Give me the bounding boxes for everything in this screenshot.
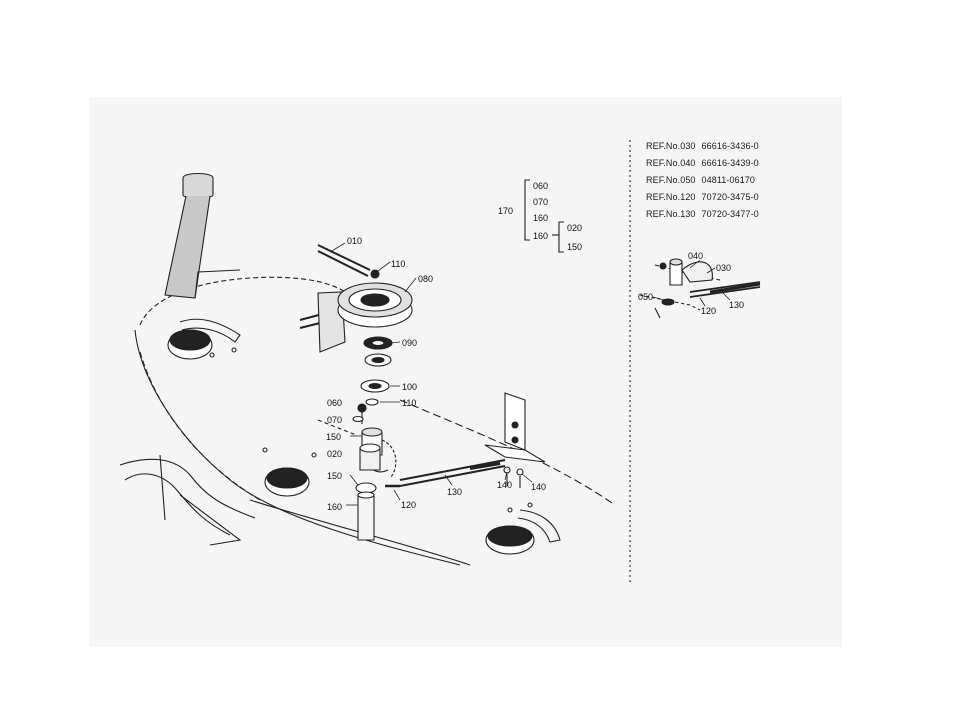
reference-row: REF.No.050 04811-06170 [646,172,759,189]
reference-number: REF.No.030 [646,141,696,151]
inset-assembly [639,258,761,319]
callout-110-top: 110 [391,259,405,269]
reference-number: REF.No.120 [646,192,696,202]
reference-number: REF.No.040 [646,158,696,168]
kit-bracket [524,179,564,253]
belt-pulley [299,244,413,353]
kit-group-number: 170 [498,206,513,216]
diagram-sheet [90,97,842,647]
lever-post [164,172,241,299]
spindle-stack [317,336,400,541]
inset-callout-040: 040 [688,251,703,261]
part-code: 04811-06170 [701,175,756,185]
callout-090: 090 [402,338,417,348]
callout-060: 060 [327,398,342,408]
part-code: 70720-3475-0 [701,192,759,202]
reference-row: REF.No.120 70720-3475-0 [646,189,759,206]
reference-number: REF.No.130 [646,209,696,219]
reference-list: REF.No.030 66616-3436-0 REF.No.040 66616-3… [646,138,759,223]
inset-callout-130: 130 [729,300,744,310]
callout-080: 080 [418,274,433,284]
inset-callout-030: 030 [716,263,731,273]
part-code: 70720-3477-0 [701,209,759,219]
callout-100: 100 [402,382,417,392]
inset-callout-120: 120 [701,306,716,316]
part-code: 66616-3439-0 [701,158,759,168]
inset-callout-050: 050 [638,292,653,302]
kit-item-160-a: 160 [533,213,548,223]
callout-labels: 010 110 080 090 100 110 060 070 150 020 … [326,181,744,512]
callout-010: 010 [347,236,362,246]
callout-130: 130 [447,487,462,497]
part-code: 66616-3436-0 [701,141,759,151]
callout-020: 020 [327,449,342,459]
callout-110-bottom: 110 [402,398,416,408]
leader-lines [329,242,731,506]
deck-holes [167,318,561,555]
callout-140-left: 140 [497,480,512,490]
reference-row: REF.No.030 66616-3436-0 [646,138,759,155]
kit-subitem-150: 150 [567,242,582,252]
rod-assembly [399,392,546,488]
kit-item-070: 070 [533,197,548,207]
mower-deck [119,276,616,566]
reference-row: REF.No.040 66616-3439-0 [646,155,759,172]
kit-item-060: 060 [533,181,548,191]
callout-150-bottom: 150 [327,471,342,481]
callout-150-top: 150 [326,432,341,442]
callout-120: 120 [401,500,416,510]
callout-070: 070 [327,415,342,425]
callout-160: 160 [327,502,342,512]
reference-row: REF.No.130 70720-3477-0 [646,206,759,223]
kit-subitem-020: 020 [567,223,582,233]
callout-140-right: 140 [531,482,546,492]
reference-number: REF.No.050 [646,175,696,185]
kit-item-160-b: 160 [533,231,548,241]
